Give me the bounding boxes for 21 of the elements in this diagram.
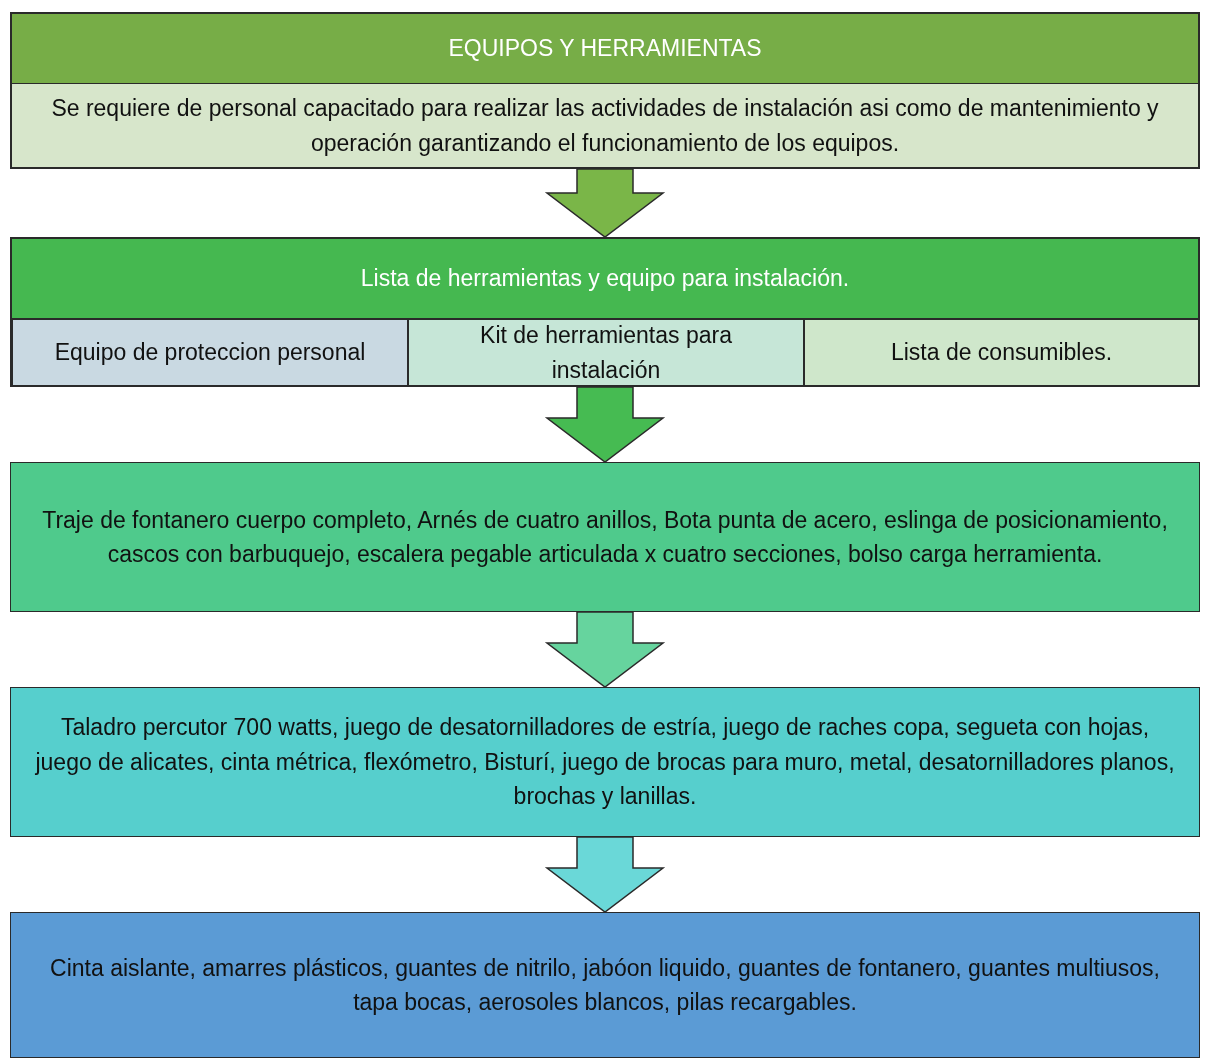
text-box xyxy=(804,319,1199,386)
description-text: Equipo de proteccion personal xyxy=(54,338,366,368)
block-arrow xyxy=(544,168,666,238)
text-box xyxy=(408,319,804,386)
header-panel xyxy=(10,237,1200,387)
text-box xyxy=(12,319,408,386)
text-box xyxy=(10,462,1200,612)
description-text: Taladro percutor 700 watts, juego de desatornilladores de estría, juego de raches copa, segueta con hojas, juego de alicates, cinta métrica, flexómetro, Bisturí, juego de brocas para muro, metal, desatornilladores planos, brochas y lanillas. xyxy=(34,713,1176,812)
block-arrow xyxy=(544,611,666,688)
description-text: Traje de fontanero cuerpo completo, Arnés de cuatro anillos, Bota punta de acero, eslinga de posicionamiento, cascos con barbuquejo, escalera pegable articulada x cuatro secciones, bolso carga herramienta. xyxy=(41,505,1169,569)
text-box xyxy=(10,687,1200,837)
description-text: Se requiere de personal capacitado para realizar las actividades de instalación asi como de mantenimiento y operación garantizando el funcionamiento de los equipos. xyxy=(50,94,1160,158)
block-arrow xyxy=(544,386,666,463)
heading: EQUIPOS Y HERRAMIENTAS xyxy=(448,34,762,64)
heading: Lista de herramientas y equipo para instalación. xyxy=(360,264,850,294)
block-arrow xyxy=(544,836,666,913)
description-text: Lista de consumibles. xyxy=(890,338,1113,368)
description-text: Kit de herramientas para instalación xyxy=(479,321,733,385)
header-panel xyxy=(10,12,1200,169)
description-text: Cinta aislante, amarres plásticos, guantes de nitrilo, jabóon liquido, guantes de fontanero, guantes multiusos, tapa bocas, aerosoles blancos, pilas recargables. xyxy=(49,953,1161,1017)
text-box xyxy=(10,912,1200,1058)
